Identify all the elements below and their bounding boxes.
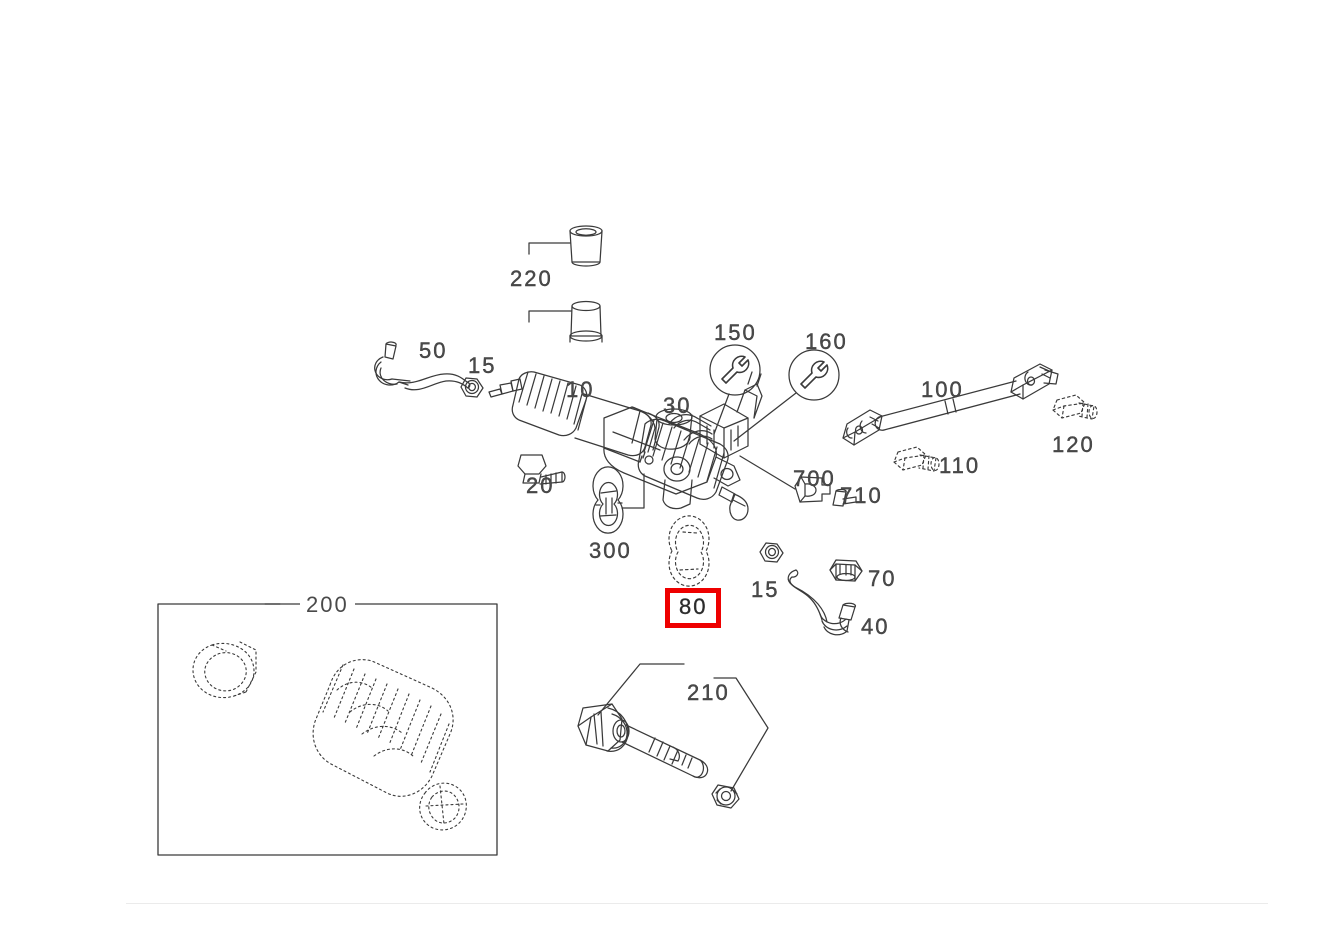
part-120-clamp-bolt (1052, 394, 1098, 420)
callout-110[interactable]: 110 (939, 453, 981, 478)
part-80-clamp-band (668, 515, 710, 587)
part-15-lock-nut-right (759, 542, 784, 563)
callout-220[interactable]: 220 (510, 266, 553, 291)
leader-300 (621, 473, 645, 509)
footer-divider (126, 903, 1268, 904)
part-10-steering-rack-assembly (488, 371, 763, 521)
part-70-castellated-nut (829, 559, 863, 582)
leader-150 (713, 393, 730, 435)
leader-160 (733, 392, 797, 442)
part-100-intermediate-shaft (842, 363, 1059, 446)
part-15-lock-nut-left (460, 377, 484, 398)
part-30-mount-bushing (654, 408, 693, 450)
callout-160[interactable]: 160 (805, 329, 848, 354)
leader-700 (739, 455, 796, 490)
callout-50[interactable]: 50 (419, 338, 448, 363)
callout-100[interactable]: 100 (921, 377, 964, 402)
leader-220 (528, 242, 572, 323)
inset-box-200 (157, 603, 498, 856)
callout-70[interactable]: 70 (868, 566, 897, 591)
part-210-inner-tie-rod (577, 703, 740, 809)
callout-210[interactable]: 210 (687, 680, 730, 705)
callout-15-left[interactable]: 15 (468, 353, 497, 378)
callout-30[interactable]: 30 (663, 393, 692, 418)
part-220-bushing-upper (569, 225, 603, 267)
callout-300[interactable]: 300 (589, 538, 632, 563)
special-tool-160-icon (788, 349, 840, 401)
special-tool-150-icon (709, 344, 761, 396)
part-300-bearing-ring (592, 466, 624, 534)
callout-40[interactable]: 40 (861, 614, 890, 639)
part-700-sealing-plug (794, 476, 831, 503)
part-110-clamp-bolt (893, 446, 940, 472)
leader-210 (597, 663, 769, 792)
part-40-tie-rod-end-right (787, 569, 857, 636)
part-710-dowel-pin (832, 488, 857, 507)
callout-700[interactable]: 700 (793, 466, 836, 491)
callout-80-highlighted[interactable]: 80 (665, 588, 722, 628)
callout-120[interactable]: 120 (1052, 432, 1095, 457)
inset-label-200[interactable]: 200 (300, 594, 355, 616)
part-20-mounting-bolt (517, 454, 566, 485)
callout-150[interactable]: 150 (714, 320, 757, 345)
part-220-bushing-lower (569, 300, 603, 343)
callout-20[interactable]: 20 (526, 473, 555, 498)
callout-710[interactable]: 710 (840, 483, 883, 508)
callout-15-right[interactable]: 15 (751, 577, 780, 602)
callout-10[interactable]: 10 (566, 377, 595, 402)
part-200-bellows-kit (192, 641, 467, 831)
